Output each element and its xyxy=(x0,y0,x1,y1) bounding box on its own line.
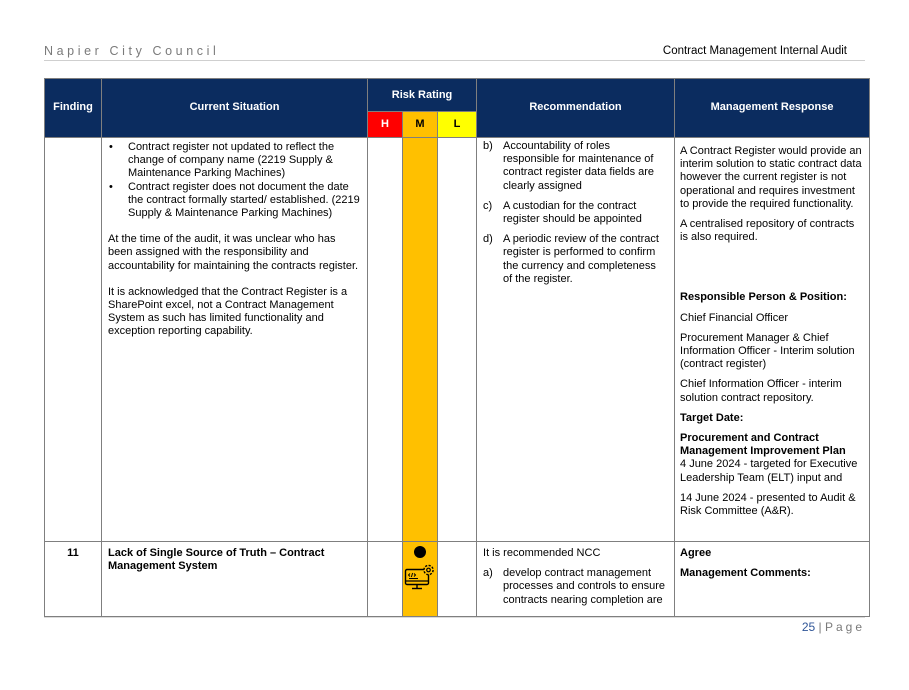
target-date-block: Procurement and Contract Management Impr… xyxy=(680,432,864,485)
target-date-heading: Target Date: xyxy=(680,411,744,424)
responsible-person: Chief Financial Officer xyxy=(680,311,789,324)
list-item: Contract register does not document the … xyxy=(108,181,361,221)
finding-cell xyxy=(44,137,102,542)
risk-low-header: L xyxy=(436,111,478,138)
responsible-person: Chief Information Officer - interim solu… xyxy=(680,378,842,404)
response-agree: Agree xyxy=(680,547,712,559)
recommendation-label: d) xyxy=(483,233,493,246)
recommendation-text: A custodian for the contract register sh… xyxy=(503,199,642,226)
risk-low-cell xyxy=(436,137,478,542)
response-paragraph: A Contract Register would provide an int… xyxy=(680,145,862,210)
recommendation-text: develop contract management processes an… xyxy=(503,567,666,606)
recommendation-item: a) develop contract management processes… xyxy=(483,567,668,607)
col-header-recommendation: Recommendation xyxy=(476,78,676,138)
page-label: Page xyxy=(824,620,865,634)
recommendation-cell: It is recommended NCC a) develop contrac… xyxy=(476,541,676,617)
recommendation-item: c) A custodian for the contract register… xyxy=(483,200,668,226)
recommendation-item: b) Accountability of roles responsible f… xyxy=(483,140,668,193)
list-item: Contract register not updated to reflect… xyxy=(108,141,361,181)
risk-high-cell xyxy=(367,541,403,617)
col-header-management-response: Management Response xyxy=(674,78,871,138)
target-date-text: 14 June 2024 - presented to Audit & Risk… xyxy=(680,491,856,518)
situation-paragraph: At the time of the audit, it was unclear… xyxy=(108,233,359,272)
header-document-title: Contract Management Internal Audit xyxy=(662,45,847,57)
management-response-cell: Agree Management Comments: xyxy=(674,541,871,617)
responsible-person-heading: Responsible Person & Position: xyxy=(680,291,847,304)
risk-medium-cell xyxy=(402,137,438,542)
header-divider xyxy=(44,60,865,61)
finding-number: 11 xyxy=(44,541,102,617)
table-row: Contract register not updated to reflect… xyxy=(44,137,871,542)
recommendation-intro: It is recommended NCC xyxy=(483,547,601,559)
page-separator: | xyxy=(815,620,825,634)
risk-high-header: H xyxy=(367,111,403,138)
footer-divider xyxy=(44,617,865,618)
findings-table: Finding Current Situation Risk Rating Re… xyxy=(44,78,871,617)
recommendation-text: A periodic review of the contract regist… xyxy=(503,233,659,285)
risk-low-cell xyxy=(436,541,478,617)
risk-rating-dot-icon xyxy=(414,546,426,558)
risk-medium-header: M xyxy=(402,111,438,138)
header-organisation: Napier City Council xyxy=(44,44,220,58)
situation-paragraph: It is acknowledged that the Contract Reg… xyxy=(108,285,348,338)
recommendation-label: a) xyxy=(483,567,493,580)
risk-high-cell xyxy=(367,137,403,542)
target-date-text: 4 June 2024 - targeted for Executive Lea… xyxy=(680,458,858,484)
current-situation-cell: Contract register not updated to reflect… xyxy=(101,137,368,542)
finding-title: Lack of Single Source of Truth – Contrac… xyxy=(101,541,368,617)
page-number: 25 xyxy=(801,620,816,634)
recommendation-label: b) xyxy=(483,140,493,152)
target-plan-name: Procurement and Contract Management Impr… xyxy=(680,432,846,458)
table-row: 11 Lack of Single Source of Truth – Cont… xyxy=(44,541,871,617)
col-header-risk-rating: Risk Rating xyxy=(366,78,478,112)
risk-medium-cell xyxy=(402,541,438,617)
situation-bullet-list: Contract register not updated to reflect… xyxy=(108,141,361,220)
col-header-finding: Finding xyxy=(44,78,102,138)
recommendation-item: d) A periodic review of the contract reg… xyxy=(483,233,668,286)
responsible-person: Procurement Manager & Chief Information … xyxy=(680,331,855,371)
recommendation-label: c) xyxy=(483,199,493,212)
spacer xyxy=(680,251,864,291)
recommendation-cell: b) Accountability of roles responsible f… xyxy=(476,137,676,542)
management-comments-heading: Management Comments: xyxy=(680,567,811,580)
col-header-current-situation: Current Situation xyxy=(101,78,368,138)
page-footer: 25 | Page xyxy=(802,620,865,634)
management-response-cell: A Contract Register would provide an int… xyxy=(674,137,871,542)
computer-settings-icon xyxy=(404,564,434,590)
response-paragraph: A centralised repository of contracts is… xyxy=(680,218,855,244)
recommendation-text: Accountability of roles responsible for … xyxy=(503,140,655,192)
